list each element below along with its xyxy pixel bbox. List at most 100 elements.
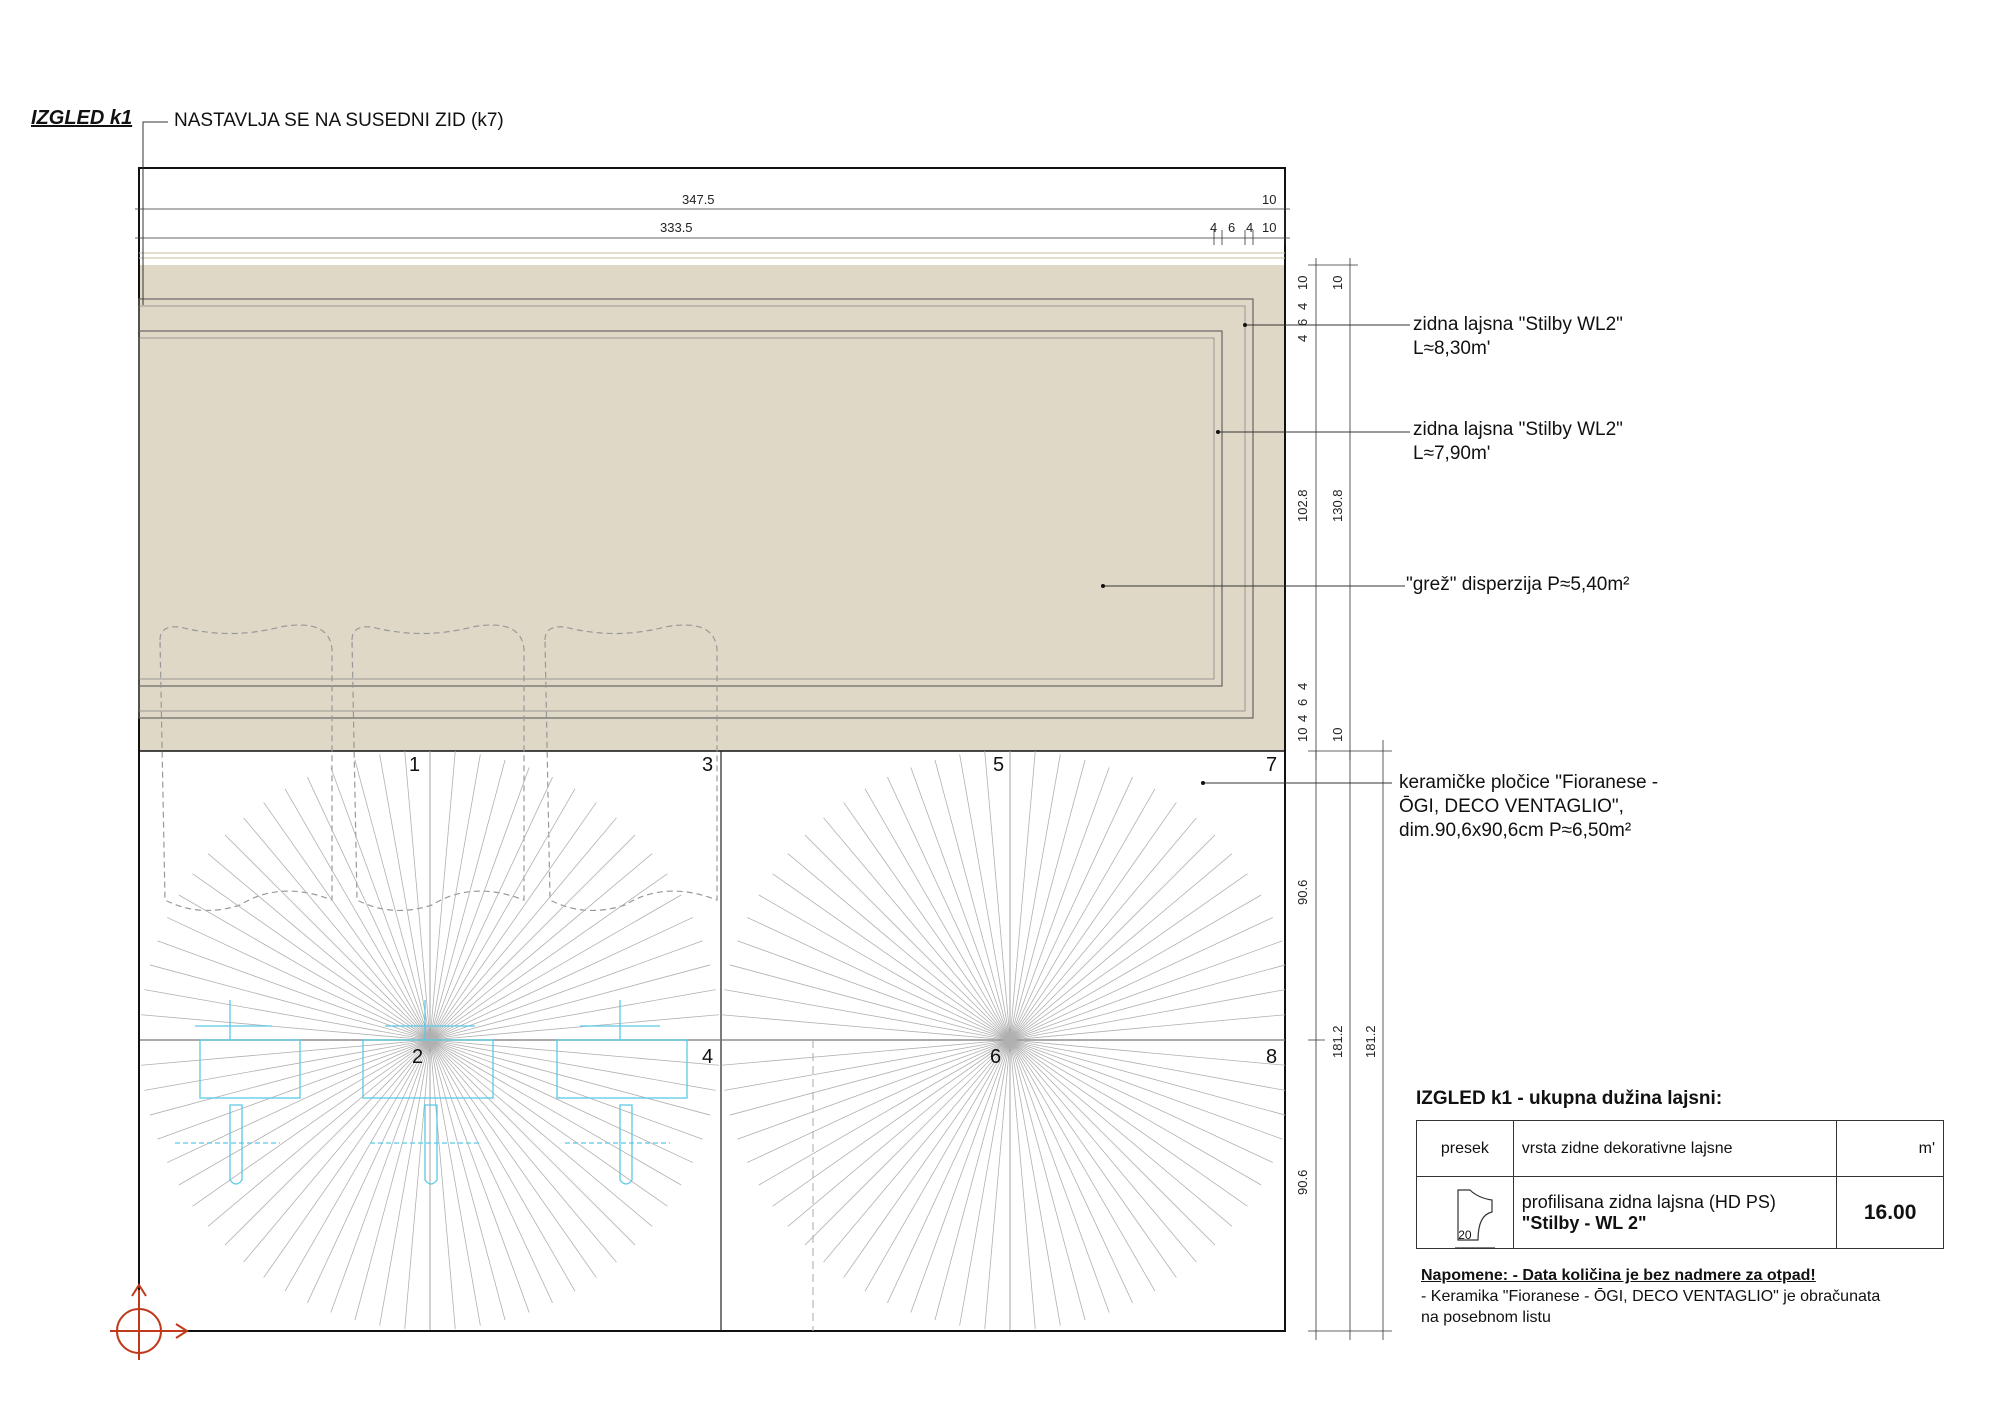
fan-ray — [307, 777, 431, 1041]
fan-ray — [1009, 853, 1233, 1041]
fan-ray — [243, 817, 431, 1041]
fan-ray — [864, 1039, 1011, 1292]
fan-ray — [787, 853, 1011, 1041]
fan-ray — [1009, 894, 1262, 1041]
fan-ray — [1009, 834, 1216, 1041]
fan-ray — [984, 1039, 1011, 1329]
fan-ray — [354, 759, 431, 1041]
fan-ray — [804, 834, 1011, 1041]
fan-ray — [429, 759, 506, 1041]
summary-col-section: presek — [1416, 1120, 1514, 1177]
fan-ray — [984, 751, 1011, 1041]
dim-vertical-small-bottom-outer: 10 — [1330, 727, 1345, 742]
fan-ray — [887, 1039, 1011, 1303]
summary-title: IZGLED k1 - ukupna dužina lajsni: — [1416, 1088, 1723, 1109]
fan-ray — [178, 894, 431, 1041]
fan-ray — [307, 1039, 431, 1303]
fan-ray — [429, 1039, 553, 1303]
fan-ray — [1009, 817, 1197, 1041]
fan-ray — [429, 1039, 719, 1066]
fan-ray — [429, 1039, 456, 1329]
fan-ray — [149, 1039, 431, 1116]
fan-ray — [1009, 1039, 1248, 1207]
fan-ray — [429, 917, 693, 1041]
fan-ray — [1009, 1039, 1233, 1227]
fan-ray — [429, 1014, 719, 1041]
paint-label: "grež" disperzija P≈5,40m² — [1406, 574, 1630, 595]
wall-outline — [138, 167, 1286, 1332]
dim-tile-row-1: 90.6 — [1295, 879, 1310, 905]
molding-outer-label: zidna lajsna "Stilby WL2" L≈8,30m' — [1413, 313, 1623, 361]
fan-ray — [910, 767, 1011, 1041]
tiles-label-line-2: ŌGI, DECO VENTAGLIO", — [1399, 795, 1624, 817]
dim-vertical-inner: 102.8 — [1295, 489, 1310, 522]
fan-ray — [429, 777, 553, 1041]
fan-ray — [1009, 1014, 1286, 1041]
tiles-label: keramičke pločice "Fioranese - ŌGI, DECO… — [1399, 771, 1658, 842]
fan-ray — [429, 1039, 576, 1292]
fan-ray — [429, 1039, 711, 1116]
notes-line-1: - Keramika "Fioranese - ŌGI, DECO VENTAG… — [1421, 1287, 1881, 1305]
summary-type-line-1: profilisana zidna lajsna (HD PS) — [1521, 1191, 1776, 1212]
fan-ray — [1009, 759, 1086, 1041]
fan-ray — [429, 940, 703, 1041]
fan-ray — [429, 1039, 617, 1263]
dim-top-right-3: 4 — [1246, 220, 1254, 235]
fan-ray — [1009, 1039, 1216, 1246]
tiles-label-line-1: keramičke pločice "Fioranese - — [1399, 772, 1659, 793]
fan-ray — [1009, 754, 1061, 1041]
tile-fan-pattern — [140, 751, 1286, 1330]
tile-number-5: 5 — [993, 754, 1005, 776]
fan-ray — [354, 1039, 431, 1321]
fan-ray — [1009, 1039, 1036, 1329]
dim-vertical-small-top-outer: 10 — [1330, 275, 1345, 290]
molding-inner-label: zidna lajsna "Stilby WL2" L≈7,90m' — [1413, 418, 1623, 466]
dim-vertical-small-bottom-3: 4 — [1295, 714, 1310, 722]
fan-ray — [737, 940, 1011, 1041]
molding-inner-inner-edge — [138, 337, 1215, 680]
fan-ray — [429, 788, 576, 1041]
fan-ray — [149, 964, 431, 1041]
fan-ray — [224, 1039, 431, 1246]
dim-vertical-small-bottom-2: 6 — [1295, 698, 1310, 706]
fan-ray — [144, 989, 431, 1041]
fan-ray — [192, 873, 431, 1041]
summary-value: 16.00 — [1836, 1176, 1944, 1249]
fan-ray — [429, 853, 653, 1041]
fan-ray — [284, 788, 431, 1041]
dim-top-right-a: 10 — [1262, 192, 1277, 207]
tile-number-6: 6 — [990, 1046, 1002, 1068]
tile-number-1: 1 — [409, 754, 421, 776]
dim-tiles-total-a: 181.2 — [1330, 1025, 1345, 1058]
fan-ray — [404, 751, 431, 1041]
fan-ray — [1009, 788, 1156, 1041]
fan-ray — [330, 767, 431, 1041]
fan-ray — [1009, 777, 1133, 1041]
summary-profile-cell: 20 — [1416, 1176, 1514, 1249]
fan-ray — [429, 751, 456, 1041]
fan-ray — [429, 1039, 530, 1313]
fan-ray — [1009, 989, 1286, 1041]
dim-top-right-4: 10 — [1262, 220, 1277, 235]
fan-ray — [224, 834, 431, 1041]
fan-ray — [887, 777, 1011, 1041]
fan-ray — [263, 1039, 431, 1278]
fan-ray — [379, 754, 431, 1041]
tile-number-4: 4 — [702, 1046, 714, 1068]
fan-ray — [429, 1039, 636, 1246]
fan-ray — [910, 1039, 1011, 1313]
notes-line-2: na posebnom listu — [1421, 1308, 1551, 1326]
fan-ray — [141, 1039, 431, 1066]
dim-vertical-small-top-4: 4 — [1295, 334, 1310, 342]
fan-ray — [787, 1039, 1011, 1227]
dim-top-right-2: 6 — [1228, 220, 1236, 235]
fan-ray — [429, 834, 636, 1041]
fan-ray — [721, 1039, 1011, 1066]
fan-ray — [758, 1039, 1011, 1186]
fan-ray — [1009, 917, 1273, 1041]
fan-ray — [934, 1039, 1011, 1321]
summary-data-row: 20 profilisana zidna lajsna (HD PS) "Sti… — [1416, 1176, 1944, 1249]
fan-ray — [1009, 1039, 1133, 1303]
fan-ray — [1009, 1039, 1262, 1186]
notes-heading: Napomene: - Data količina je bez nadmere… — [1421, 1267, 1816, 1284]
